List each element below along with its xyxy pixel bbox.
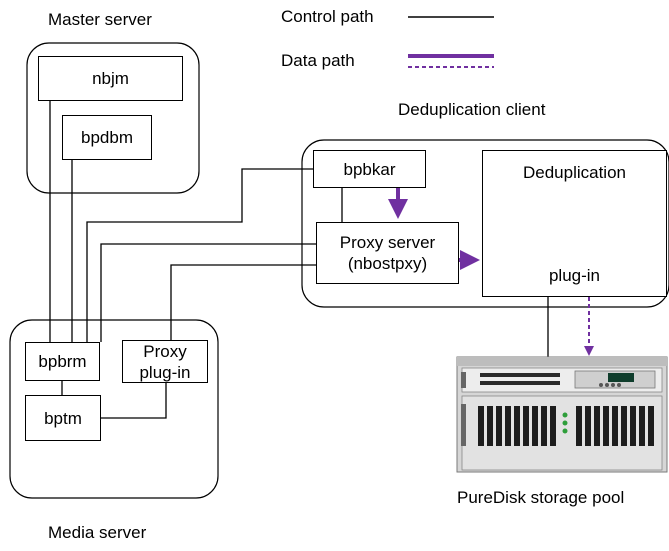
deduplication-client-label: Deduplication client <box>398 100 546 119</box>
proxy-plugin-label-line1: Proxy <box>143 341 187 361</box>
master-server-label: Master server <box>48 10 152 29</box>
nbjm-label: nbjm <box>92 69 129 88</box>
proxy-server-label-line2: (nbostpxy) <box>347 254 428 273</box>
bptm-box: bptm <box>25 395 101 441</box>
control-bptm-proxyplugin <box>101 382 167 419</box>
legend-data-path-label: Data path <box>281 51 355 70</box>
bpdbm-label: bpdbm <box>81 128 133 147</box>
bpbrm-label: bpbrm <box>38 352 87 371</box>
proxy-server-box: Proxy server (nbostpxy) <box>316 222 459 284</box>
storage-pool-label: PureDisk storage pool <box>457 488 625 507</box>
deduplication-title: Deduplication <box>522 163 626 182</box>
deduplication-subtitle: plug-in <box>548 266 601 285</box>
nbjm-box: nbjm <box>38 56 183 101</box>
server-rack-icon <box>456 356 668 473</box>
media-server-label: Media server <box>48 523 147 542</box>
control-bpbrm-bpbkar <box>86 168 314 342</box>
deduplication-plugin-box: Deduplication plug-in <box>482 150 667 297</box>
legend-control-path-label: Control path <box>281 7 374 26</box>
control-proxyplugin-proxyserver <box>170 264 317 340</box>
bptm-label: bptm <box>44 408 82 428</box>
master-server-group <box>26 42 200 194</box>
control-bpbrm-proxyserver <box>100 243 317 342</box>
media-server-group <box>9 319 219 499</box>
proxy-plugin-box: Proxy plug-in <box>122 340 208 383</box>
bpbrm-box: bpbrm <box>25 342 100 381</box>
proxy-plugin-label-line2: plug-in <box>139 362 191 382</box>
bpbkar-box: bpbkar <box>313 150 426 188</box>
bpdbm-box: bpdbm <box>62 115 152 160</box>
deduplication-client-group <box>301 139 669 308</box>
proxy-server-label-line1: Proxy server <box>339 233 436 252</box>
bpbkar-label: bpbkar <box>343 159 396 179</box>
